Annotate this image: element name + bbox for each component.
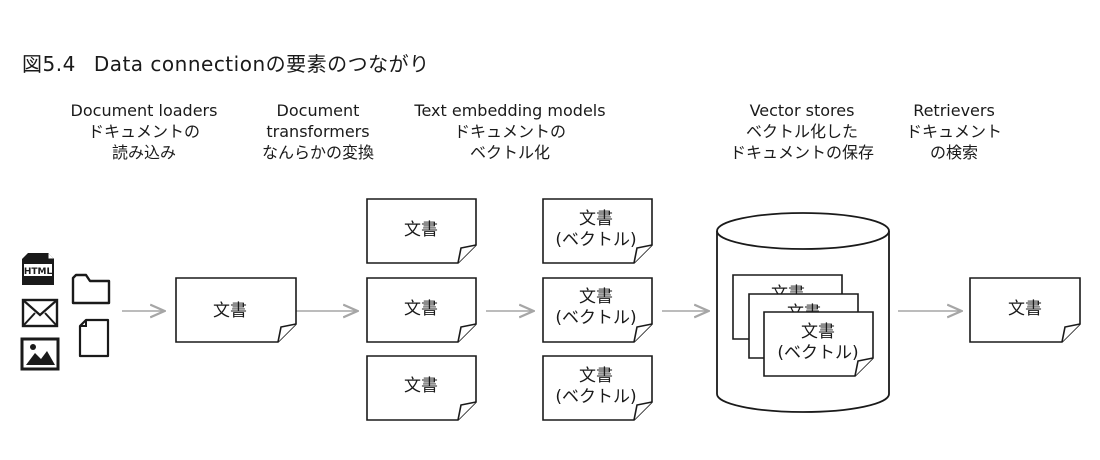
vector-document-card: 文書 (ベクトル) bbox=[542, 355, 653, 421]
stage-name: Vector stores bbox=[749, 101, 855, 120]
stored-vector-document: 文書 (ベクトル) bbox=[763, 311, 874, 377]
stored-document-label: 文書 bbox=[801, 322, 835, 342]
document-label: 文書 bbox=[404, 299, 438, 319]
vector-document-card: 文書 (ベクトル) bbox=[542, 198, 653, 264]
vector-document-sublabel: (ベクトル) bbox=[555, 308, 636, 328]
stage-label-retrievers: Retrievers ドキュメント の検索 bbox=[896, 100, 1012, 163]
vector-document-sublabel: (ベクトル) bbox=[555, 230, 636, 250]
stage-name: Document bbox=[276, 101, 360, 120]
figure-title: 図5.4 Data connectionの要素のつながり bbox=[22, 48, 430, 77]
stage-desc-line: なんらかの変換 bbox=[261, 143, 374, 162]
stage-label-vector-stores: Vector stores ベクトル化した ドキュメントの保存 bbox=[716, 100, 888, 163]
document-card: 文書 bbox=[175, 277, 297, 343]
stage-label-document-transformers: Document transformers なんらかの変換 bbox=[250, 100, 386, 163]
file-icon bbox=[78, 318, 110, 358]
document-card: 文書 bbox=[366, 198, 477, 264]
document-label: 文書 bbox=[404, 376, 438, 396]
retrieved-document-label: 文書 bbox=[1008, 299, 1042, 319]
image-icon bbox=[20, 337, 60, 371]
mail-icon bbox=[21, 298, 59, 328]
figure-number: 図5.4 bbox=[22, 52, 76, 76]
folder-icon bbox=[71, 273, 111, 305]
stage-desc-line: 読み込み bbox=[111, 143, 176, 162]
stage-name: Retrievers bbox=[913, 101, 995, 120]
stage-desc-line: ドキュメント bbox=[905, 122, 1002, 141]
vector-document-sublabel: (ベクトル) bbox=[555, 387, 636, 407]
vector-document-card: 文書 (ベクトル) bbox=[542, 277, 653, 343]
stage-name: Text embedding models bbox=[414, 101, 606, 120]
figure-caption: Data connectionの要素のつながり bbox=[93, 52, 430, 76]
stored-document-sublabel: (ベクトル) bbox=[777, 343, 858, 363]
stage-desc-line: ベクトル化 bbox=[469, 143, 550, 162]
stage-label-document-loaders: Document loaders ドキュメントの 読み込み bbox=[60, 100, 228, 163]
html-icon-label: HTML bbox=[24, 267, 53, 277]
retrieved-document-card: 文書 bbox=[969, 277, 1081, 343]
document-label: 文書 bbox=[404, 220, 438, 240]
html-file-icon: HTML bbox=[22, 253, 54, 285]
stage-name: Document loaders bbox=[70, 101, 218, 120]
document-card: 文書 bbox=[366, 277, 477, 343]
stage-desc-line: ドキュメントの bbox=[453, 122, 566, 141]
stage-desc-line: transformers bbox=[266, 122, 370, 141]
vector-document-label: 文書 bbox=[579, 209, 613, 229]
stage-desc-line: ベクトル化した bbox=[745, 122, 858, 141]
stage-desc-line: ドキュメントの保存 bbox=[729, 143, 874, 162]
stage-label-text-embedding-models: Text embedding models ドキュメントの ベクトル化 bbox=[400, 100, 620, 163]
stage-desc-line: の検索 bbox=[929, 143, 978, 162]
document-label: 文書 bbox=[213, 301, 247, 321]
vector-document-label: 文書 bbox=[579, 366, 613, 386]
document-card: 文書 bbox=[366, 355, 477, 421]
stage-desc-line: ドキュメントの bbox=[87, 122, 200, 141]
vector-document-label: 文書 bbox=[579, 287, 613, 307]
